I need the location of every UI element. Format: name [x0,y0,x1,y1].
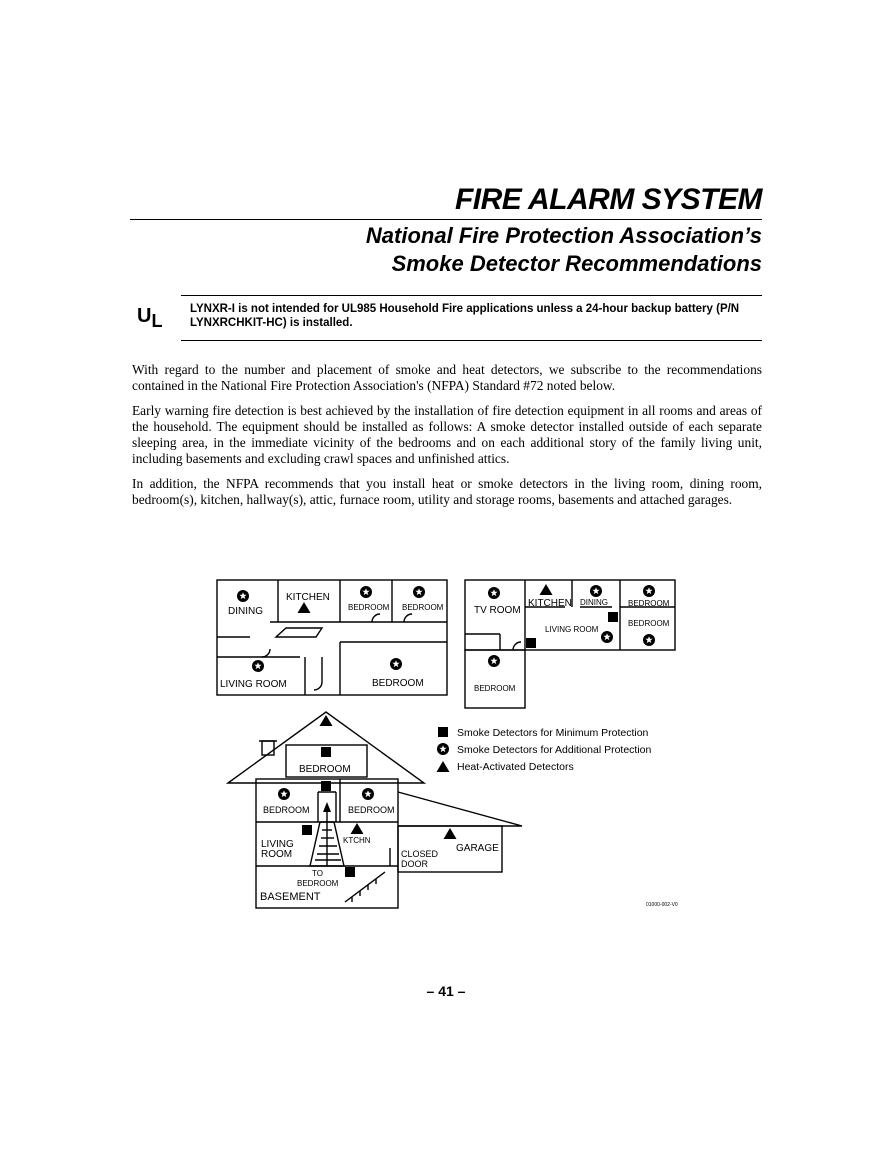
legend-heat: Heat-Activated Detectors [457,761,574,773]
label-bedroom: BEDROOM [474,684,516,693]
label-dining: DINING [228,606,263,617]
label-door: DOOR [401,859,429,869]
label-bedroom: BEDROOM [402,603,444,612]
label-to-bedroom: BEDROOM [297,879,339,888]
floor-plan-left [216,579,448,696]
label-bedroom: BEDROOM [628,619,670,628]
page-subtitle: National Fire Protection Association’s S… [162,222,762,278]
label-to: TO [312,869,323,878]
ul-note-text: LYNXR-I is not intended for UL985 Househ… [190,303,740,329]
label-basement: BASEMENT [260,891,321,903]
note-rule-top [181,295,762,296]
label-garage: GARAGE [456,843,499,854]
legend-additional: Smoke Detectors for Additional Protectio… [457,744,652,756]
floor-plan-right [464,579,676,709]
paragraph-1: With regard to the number and placement … [132,362,762,394]
label-closed: CLOSED [401,849,439,859]
stair-arrow-icon [323,802,331,812]
figure-code: 01000-002-V0 [646,902,678,908]
subtitle-line-2: Smoke Detector Recommendations [391,251,762,276]
label-living: LIVING [261,839,294,850]
label-dining: DINING [580,598,608,607]
page-title: FIRE ALARM SYSTEM [454,183,763,216]
legend-minimum: Smoke Detectors for Minimum Protection [457,727,649,739]
label-kitchen: KITCHEN [286,592,330,603]
paragraph-3: In addition, the NFPA recommends that yo… [132,475,762,508]
page-number: – 41 – [426,983,466,999]
label-ktchn: KTCHN [343,836,371,845]
label-bedroom: BEDROOM [628,599,670,608]
label-attic-bedroom: BEDROOM [299,764,351,775]
note-rule-bottom [181,340,762,341]
label-bedroom: BEDROOM [348,805,395,815]
plan-right-labels: TV ROOM KITCHEN DINING BEDROOM LIVING RO… [474,598,670,693]
label-living-room: LIVING ROOM [220,679,287,690]
paragraph-2: Early warning fire detection is best ach… [132,402,762,467]
ul-logo-icon: UL [137,305,163,331]
title-rule [130,219,762,220]
label-kitchen: KITCHEN [528,598,572,609]
label-tv-room: TV ROOM [474,605,521,616]
body-text: With regard to the number and placement … [132,362,762,516]
label-bedroom: BEDROOM [263,805,310,815]
plan-left-labels: DINING KITCHEN BEDROOM BEDROOM LIVING RO… [220,592,444,690]
subtitle-line-1: National Fire Protection Association’s [365,223,762,248]
label-living-room: LIVING ROOM [545,625,599,634]
label-bedroom: BEDROOM [372,678,424,689]
legend: Smoke Detectors for Minimum Protection S… [436,727,652,773]
label-bedroom: BEDROOM [348,603,390,612]
house-labels: BEDROOM BEDROOM BEDROOM LIVING ROOM KTCH… [260,764,499,903]
label-room: ROOM [261,849,292,860]
